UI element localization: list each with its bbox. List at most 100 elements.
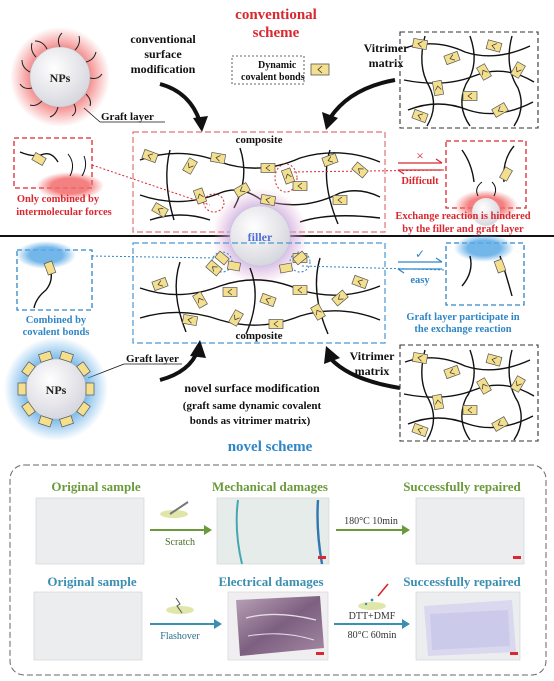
row2-repaired-image <box>415 591 521 661</box>
only-combined-line1: Only combined by <box>17 194 100 205</box>
row1-original-image <box>35 497 145 565</box>
only-combined-line2: intermolecular forces <box>16 207 112 218</box>
dynamic-bond-icon <box>331 289 349 307</box>
conventional-title-line2: scheme <box>253 25 300 41</box>
dynamic-bond-icon <box>209 151 227 165</box>
hindered-detail <box>454 145 518 226</box>
dynamic-bond-icon <box>321 152 339 168</box>
dynamic-bond-icon <box>476 63 492 81</box>
dynamic-bond-icon <box>280 167 296 185</box>
dynamic-bond-icon <box>491 416 509 432</box>
combined-detail <box>16 241 76 309</box>
novel-arrowhead-left <box>190 340 206 358</box>
dynamic-bond-icon <box>332 195 348 205</box>
novel-scheme-title: novel scheme <box>228 439 313 455</box>
composite-bottom-label: composite <box>235 330 282 342</box>
dynamic-bond-icon <box>510 61 526 79</box>
combined-line1: Combined by <box>26 315 87 326</box>
dynamic-bond-icon <box>233 182 251 198</box>
row2-original-label: Original sample <box>47 574 136 589</box>
dynamic-bond-icon <box>268 319 284 329</box>
novel-arrow-right <box>328 356 401 390</box>
row2-damage-image <box>227 591 329 661</box>
graft-bond-icon <box>59 350 74 363</box>
conv-mod-line2: surface <box>144 47 182 61</box>
row2-original-image <box>33 591 143 661</box>
hindered-line2: by the filler and graft layer <box>402 224 524 235</box>
dynamic-bond-icon <box>443 50 461 66</box>
row1-original-label: Original sample <box>51 479 140 494</box>
dynamic-bond-icon <box>205 259 223 277</box>
dynamic-bond-icon <box>411 422 429 438</box>
graft-bond-icon <box>85 382 95 396</box>
dynamic-bond-icon <box>411 37 429 51</box>
conv-mod-line3: modification <box>131 62 196 76</box>
conv-mod-line1: conventional <box>130 32 196 46</box>
difficult-label: Difficult <box>401 176 439 187</box>
novel-mod-line1: novel surface modification <box>184 381 320 395</box>
novel-arrowhead-right <box>324 346 340 364</box>
dynamic-bond-icon <box>491 102 509 118</box>
vitrimer-top-line1: Vitrimer <box>364 41 410 55</box>
filler-bond-icon <box>278 262 294 274</box>
dynamic-bond-icon <box>260 163 276 173</box>
novel-mod-line3: bonds as vitrimer matrix) <box>190 415 311 427</box>
dynamic-bond-icon <box>351 161 369 179</box>
graft-bond-icon <box>21 361 36 377</box>
repair-panel <box>9 464 547 676</box>
dynamic-bond-icon <box>141 148 159 164</box>
dynamic-bond-icon <box>485 353 503 367</box>
cross-mark: × <box>416 148 423 163</box>
conv-graft-layer-label: Graft layer <box>101 111 154 123</box>
dynamic-bond-icon <box>182 157 198 175</box>
filler-bond-icon <box>214 250 230 266</box>
novel-graft-layer-label: Graft layer <box>126 353 179 365</box>
dynamic-bond-icon <box>181 313 199 327</box>
graft-bond-icon <box>38 415 53 428</box>
dynamic-bond-icon <box>351 274 369 290</box>
graft-bond-icon <box>21 401 36 417</box>
dynamic-bond-icon <box>443 364 461 380</box>
conventional-title-line1: conventional <box>235 7 317 23</box>
filler-bond-icon <box>292 250 308 266</box>
dynamic-bond-icon <box>476 377 492 395</box>
dynamic-bond-icon <box>462 405 478 415</box>
graft-part-line1: Graft layer participate in <box>406 312 519 323</box>
scratch-label: Scratch <box>165 537 195 548</box>
conv-arrow-left <box>159 82 202 123</box>
dynamic-bond-icon <box>228 309 244 327</box>
solvent-label-line1: DTT+DMF <box>349 611 396 622</box>
row1-repaired-image <box>415 497 525 565</box>
solvent-label-line2: 80°C 60min <box>348 630 397 641</box>
vitrimer-top-line2: matrix <box>369 56 404 70</box>
composite-top-label: composite <box>235 134 282 146</box>
filler-bond-icon <box>226 260 242 272</box>
heat-label: 180°C 10min <box>344 516 398 527</box>
dynamic-bond-icon <box>259 193 277 207</box>
dynamic-bond-icon <box>292 181 308 191</box>
hindered-line1: Exchange reaction is hindered <box>395 211 530 222</box>
graft-bond-icon <box>38 350 53 363</box>
dynamic-bond-icon <box>462 91 478 101</box>
novel-mod-line2: (graft same dynamic covalent <box>183 400 322 412</box>
conventional-nps-label: NPs <box>50 71 71 85</box>
graft-bond-icon <box>76 361 91 377</box>
dynamic-bond-icon <box>310 303 326 321</box>
check-mark: ✓ <box>415 247 425 261</box>
dynamic-bond-icon <box>510 375 526 393</box>
conv-arrowhead-right <box>322 112 338 130</box>
dynamic-bond-icon <box>192 187 208 205</box>
easy-equilibrium-arrows <box>397 257 443 274</box>
vitrimer-bottom-line1: Vitrimer <box>350 349 396 363</box>
dynamic-bond-icon <box>292 285 308 295</box>
novel-nps-label: NPs <box>46 383 67 397</box>
graft-part-line2: the exchange reaction <box>414 324 511 335</box>
conv-arrow-right <box>328 78 396 120</box>
dynamic-bond-icon <box>411 108 429 124</box>
dynamic-bond-icon <box>431 393 445 411</box>
row2-damage-label: Electrical damages <box>218 574 323 589</box>
dynamic-bond-icon <box>431 79 445 97</box>
difficult-equilibrium-arrows <box>397 158 443 175</box>
vitrimer-box-top <box>399 31 539 129</box>
dynamic-bond-icon <box>259 292 277 308</box>
